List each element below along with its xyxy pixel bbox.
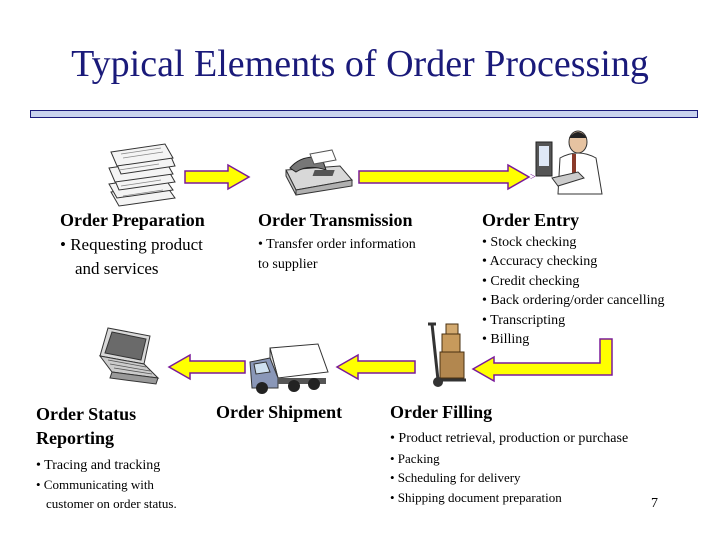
step-order-filling: Order Filling • Product retrieval, produ… [390,402,628,507]
step-order-shipment: Order Shipment [216,402,343,422]
step-items: • Transfer order information to supplier [258,235,416,275]
list-item: • Transcripting [482,312,566,328]
list-item: and services [75,259,159,278]
list-item: • Requesting product [60,235,203,254]
title-divider [30,110,698,118]
list-item: • Scheduling for delivery [390,470,521,485]
list-item: • Transfer order information [258,237,416,252]
step-heading: Order Preparation [60,210,205,230]
delivery-truck-icon [249,343,329,394]
list-item: • Product retrieval, production or purch… [390,431,629,446]
step-order-preparation: Order Preparation • Requesting product a… [60,210,205,281]
arrow-left-icon [167,353,246,381]
arrow-left-icon [471,338,613,383]
arrow-right-icon [184,163,251,191]
arrow-right-icon [358,163,531,191]
list-item: • Communicating with [36,477,154,492]
svg-text:>: > [530,172,536,183]
list-item: • Accuracy checking [482,254,598,270]
papers-stack-icon [108,143,176,207]
list-item: • Stock checking [482,235,577,250]
list-item: to supplier [258,257,318,272]
step-items: • Tracing and tracking • Communicating w… [36,456,177,513]
step-heading: Order Transmission [258,210,413,230]
step-heading: Order Filling [390,402,493,422]
step-order-entry: Order Entry • Stock checking • Accuracy … [482,210,665,349]
step-items: • Product retrieval, production or purch… [390,429,628,507]
list-item: • Back ordering/order cancelling [482,293,665,309]
step-order-transmission: Order Transmission • Transfer order info… [258,210,416,275]
step-order-status-reporting: Order Status Reporting • Tracing and tra… [36,402,177,513]
laptop-icon [98,327,160,385]
fax-machine-icon [285,149,353,196]
step-items: • Requesting product and services [60,233,205,281]
step-items: • Stock checking • Accuracy checking • C… [482,233,665,349]
arrow-left-icon [335,353,416,381]
list-item: • Tracing and tracking [36,458,161,473]
step-heading: Reporting [36,428,114,448]
hand-truck-boxes-icon [428,322,466,387]
list-item: • Shipping document preparation [390,489,562,505]
step-heading: Order Status [36,404,137,424]
list-item: customer on order status. [46,496,177,511]
person-at-computer-icon: > [530,130,603,195]
slide-title: Typical Elements of Order Processing [71,43,649,85]
step-heading: Order Entry [482,210,580,230]
list-item: • Packing [390,450,440,466]
list-item: • Billing [482,332,530,348]
list-item: • Credit checking [482,273,580,289]
page-number: 7 [651,496,658,511]
